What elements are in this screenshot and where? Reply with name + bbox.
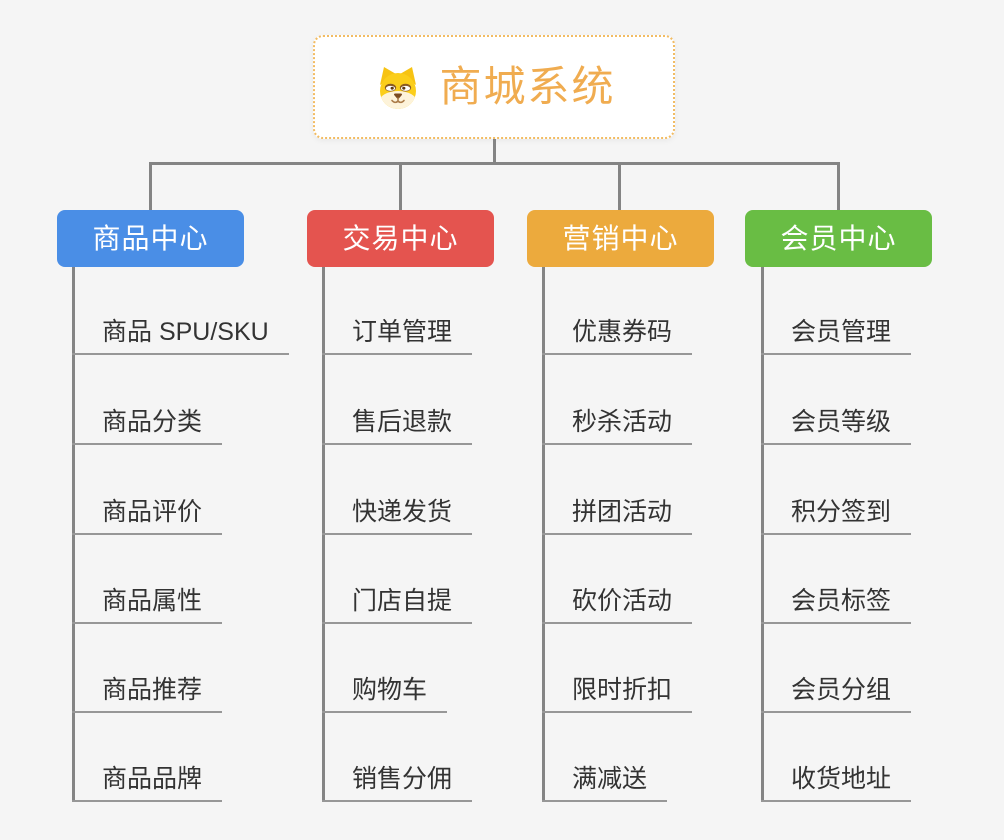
branch-node-member-center[interactable]: 会员中心 bbox=[745, 210, 932, 267]
connector-root-drop bbox=[493, 139, 496, 163]
leaf-node[interactable]: 会员标签 bbox=[761, 582, 912, 624]
leaf-node[interactable]: 购物车 bbox=[322, 671, 448, 713]
leaf-node[interactable]: 商品属性 bbox=[72, 582, 223, 624]
leaf-node[interactable]: 限时折扣 bbox=[542, 671, 693, 713]
leaf-node[interactable]: 会员等级 bbox=[761, 403, 912, 445]
leaf-node[interactable]: 会员管理 bbox=[761, 313, 912, 355]
branch-node-product-center[interactable]: 商品中心 bbox=[57, 210, 244, 267]
connector-drop-marketing bbox=[618, 164, 621, 210]
leaf-node[interactable]: 商品 SPU/SKU bbox=[72, 313, 289, 355]
root-node[interactable]: 商城系统 bbox=[313, 35, 675, 139]
leaf-node[interactable]: 快递发货 bbox=[322, 493, 473, 535]
leaf-node[interactable]: 拼团活动 bbox=[542, 493, 693, 535]
leaf-node[interactable]: 门店自提 bbox=[322, 582, 473, 624]
leaf-node[interactable]: 商品推荐 bbox=[72, 671, 223, 713]
connector-drop-member bbox=[837, 164, 840, 210]
leaf-node[interactable]: 会员分组 bbox=[761, 671, 912, 713]
leaf-node[interactable]: 秒杀活动 bbox=[542, 403, 693, 445]
connector-bus bbox=[149, 162, 840, 165]
branch-node-marketing-center[interactable]: 营销中心 bbox=[527, 210, 714, 267]
leaf-node[interactable]: 售后退款 bbox=[322, 403, 473, 445]
leaf-node[interactable]: 积分签到 bbox=[761, 493, 912, 535]
connector-drop-trade bbox=[399, 164, 402, 210]
leaf-node[interactable]: 商品评价 bbox=[72, 493, 223, 535]
leaf-node[interactable]: 销售分佣 bbox=[322, 760, 473, 802]
leaf-node[interactable]: 砍价活动 bbox=[542, 582, 693, 624]
connector-drop-product bbox=[149, 164, 152, 210]
leaf-node[interactable]: 收货地址 bbox=[761, 760, 912, 802]
dog-face-icon bbox=[380, 67, 417, 109]
leaf-node[interactable]: 订单管理 bbox=[322, 313, 473, 355]
branch-node-trade-center[interactable]: 交易中心 bbox=[307, 210, 494, 267]
leaf-node[interactable]: 优惠券码 bbox=[542, 313, 693, 355]
root-node-label: 商城系统 bbox=[439, 63, 616, 110]
leaf-node[interactable]: 满减送 bbox=[542, 760, 668, 802]
leaf-node[interactable]: 商品分类 bbox=[72, 403, 223, 445]
leaf-node[interactable]: 商品品牌 bbox=[72, 760, 223, 802]
